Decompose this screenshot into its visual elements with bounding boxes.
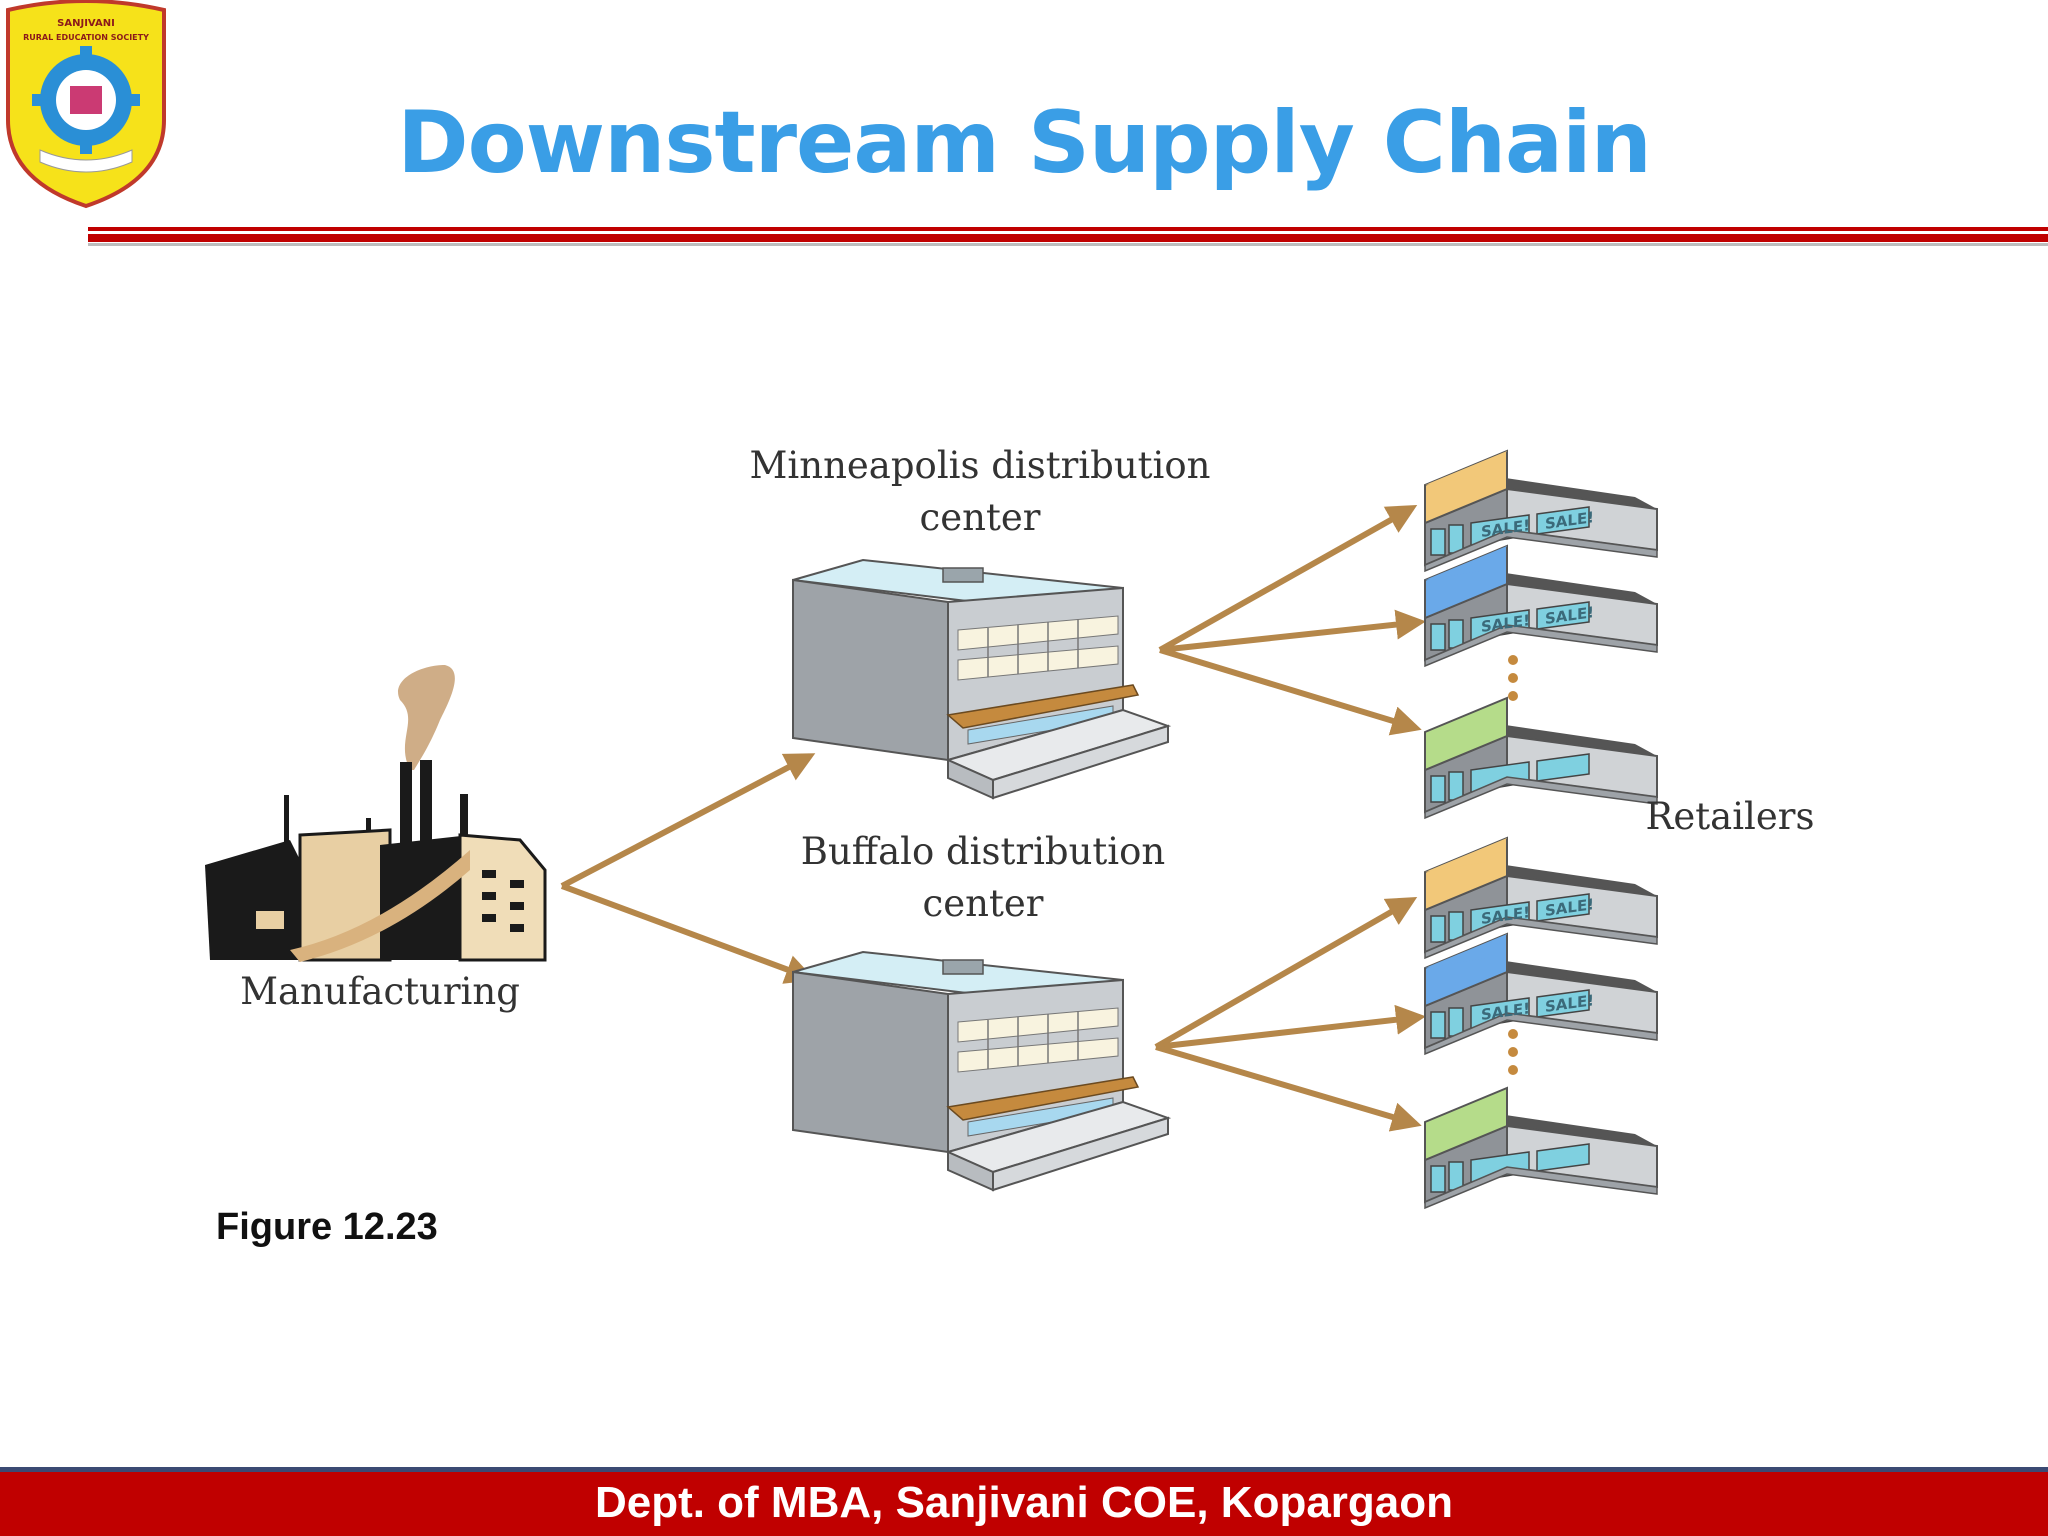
title-rule — [88, 227, 2048, 231]
factory-icon — [205, 665, 547, 962]
slide-footer: Dept. of MBA, Sanjivani COE, Kopargaon — [0, 1467, 2048, 1536]
minneapolis-dc-label-line1: Minneapolis distribution — [749, 444, 1211, 487]
buffalo-warehouse-icon — [792, 951, 1169, 1191]
buffalo-dc-label-line2: center — [922, 882, 1044, 925]
store-icon-2 — [1424, 545, 1658, 667]
arrows-factory-to-dc — [560, 753, 816, 984]
minneapolis-dc-label: Minneapolis distribution center — [700, 440, 1260, 544]
buffalo-dc-label: Buffalo distribution center — [700, 826, 1266, 930]
store-icon-6 — [1424, 1087, 1658, 1209]
arrows-dc-to-retailers — [1154, 505, 1426, 1132]
manufacturing-label: Manufacturing — [240, 970, 520, 1013]
store-icon-1 — [1424, 450, 1658, 572]
title-rule-thick — [88, 234, 2048, 242]
logo-text-2: RURAL EDUCATION SOCIETY — [23, 33, 149, 42]
slide-title: Downstream Supply Chain — [397, 93, 1652, 193]
title-rule-shadow — [88, 243, 2048, 246]
minneapolis-warehouse-icon — [792, 559, 1169, 799]
store-icon-3 — [1424, 697, 1658, 819]
sanjivani-logo: SANJIVANI RURAL EDUCATION SOCIETY — [6, 0, 166, 209]
ellipsis-dots-top — [1508, 655, 1518, 701]
logo-text-1: SANJIVANI — [57, 18, 115, 29]
minneapolis-dc-label-line2: center — [919, 496, 1041, 539]
buffalo-dc-label-line1: Buffalo distribution — [800, 830, 1166, 873]
store-icon-5 — [1424, 933, 1658, 1055]
retailers-label: Retailers — [1645, 795, 1815, 838]
store-icon-4 — [1424, 837, 1658, 959]
figure-caption: Figure 12.23 — [216, 1206, 438, 1248]
ellipsis-dots-bottom — [1508, 1029, 1518, 1075]
